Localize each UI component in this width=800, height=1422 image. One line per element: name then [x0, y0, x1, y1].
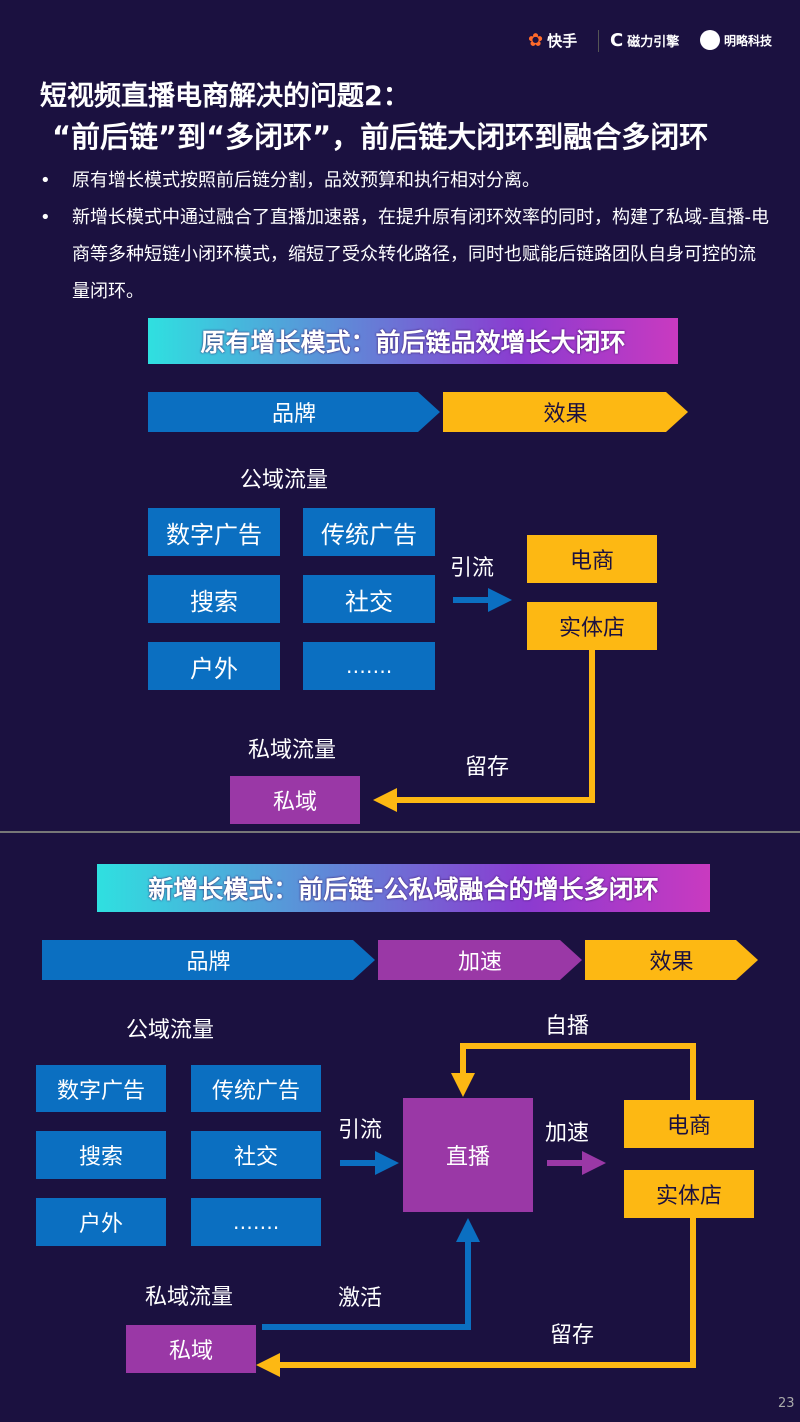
- activate-line: [262, 1218, 480, 1330]
- kuaishou-logo: ✿快手: [528, 30, 577, 51]
- old-retain-line: [373, 650, 595, 812]
- title-line2: “前后链”到“多闭环”，前后链大闭环到融合多闭环: [52, 120, 709, 154]
- old-effect-arrow: 效果: [443, 392, 688, 432]
- new-channel: 户外: [36, 1198, 166, 1246]
- old-channel: 数字广告: [148, 508, 280, 556]
- new-private-box: 私域: [126, 1325, 256, 1373]
- new-channel: …….: [191, 1198, 321, 1246]
- new-accel-arrow-bar: 加速: [378, 940, 582, 980]
- new-channel: 数字广告: [36, 1065, 166, 1112]
- old-public-label: 公域流量: [240, 468, 329, 493]
- old-channel: 传统广告: [303, 508, 435, 556]
- new-channel: 社交: [191, 1131, 321, 1179]
- new-accel-label: 加速: [545, 1121, 590, 1146]
- old-channel: …….: [303, 642, 435, 690]
- old-store-box: 实体店: [527, 602, 657, 650]
- new-ecommerce-box: 电商: [624, 1100, 754, 1148]
- old-ecommerce-box: 电商: [527, 535, 657, 583]
- live-box: 直播: [403, 1098, 533, 1212]
- bullet-2: •新增长模式中通过融合了直播加速器，在提升原有闭环效率的同时，构建了私域-直播-…: [40, 199, 770, 310]
- new-banner: 新增长模式：前后链-公私域融合的增长多闭环: [97, 864, 710, 912]
- kuaishou-icon: ✿: [528, 30, 544, 51]
- new-brand-arrow: 品牌: [42, 940, 375, 980]
- old-channel: 户外: [148, 642, 280, 690]
- mininglamp-logo: 明略科技: [700, 30, 772, 50]
- old-retain-label: 留存: [465, 755, 510, 780]
- old-private-label: 私域流量: [248, 738, 337, 763]
- self-broadcast-label: 自播: [545, 1014, 590, 1039]
- old-channel: 社交: [303, 575, 435, 623]
- new-private-label: 私域流量: [145, 1285, 234, 1310]
- new-public-label: 公域流量: [126, 1018, 215, 1043]
- bullet-text: 新增长模式中通过融合了直播加速器，在提升原有闭环效率的同时，构建了私域-直播-电…: [72, 207, 769, 302]
- old-banner: 原有增长模式：前后链品效增长大闭环: [148, 318, 678, 364]
- title-line1: 短视频直播电商解决的问题2：: [40, 81, 410, 112]
- self-broadcast-line: [451, 1043, 696, 1100]
- new-effect-arrow: 效果: [585, 940, 758, 980]
- new-guide-label: 引流: [338, 1118, 383, 1143]
- kuaishou-text: 快手: [547, 32, 578, 50]
- new-store-box: 实体店: [624, 1170, 754, 1218]
- cili-text: 磁力引擎: [627, 35, 680, 50]
- cili-icon: C: [610, 30, 624, 51]
- activate-label: 激活: [338, 1286, 383, 1311]
- new-retain-label: 留存: [550, 1323, 595, 1348]
- new-channel: 传统广告: [191, 1065, 321, 1112]
- old-guide-label: 引流: [450, 556, 495, 581]
- new-channel: 搜索: [36, 1131, 166, 1179]
- old-brand-arrow: 品牌: [148, 392, 440, 432]
- mininglamp-text: 明略科技: [724, 33, 773, 48]
- old-channel: 搜索: [148, 575, 280, 623]
- mininglamp-icon: [700, 30, 720, 50]
- page-number: 23: [778, 1396, 795, 1411]
- old-private-box: 私域: [230, 776, 360, 824]
- logo-divider: [598, 30, 599, 52]
- bullet-1: •原有增长模式按照前后链分割，品效预算和执行相对分离。: [40, 162, 770, 199]
- new-retain-line: [256, 1218, 696, 1377]
- bullet-text: 原有增长模式按照前后链分割，品效预算和执行相对分离。: [72, 170, 540, 191]
